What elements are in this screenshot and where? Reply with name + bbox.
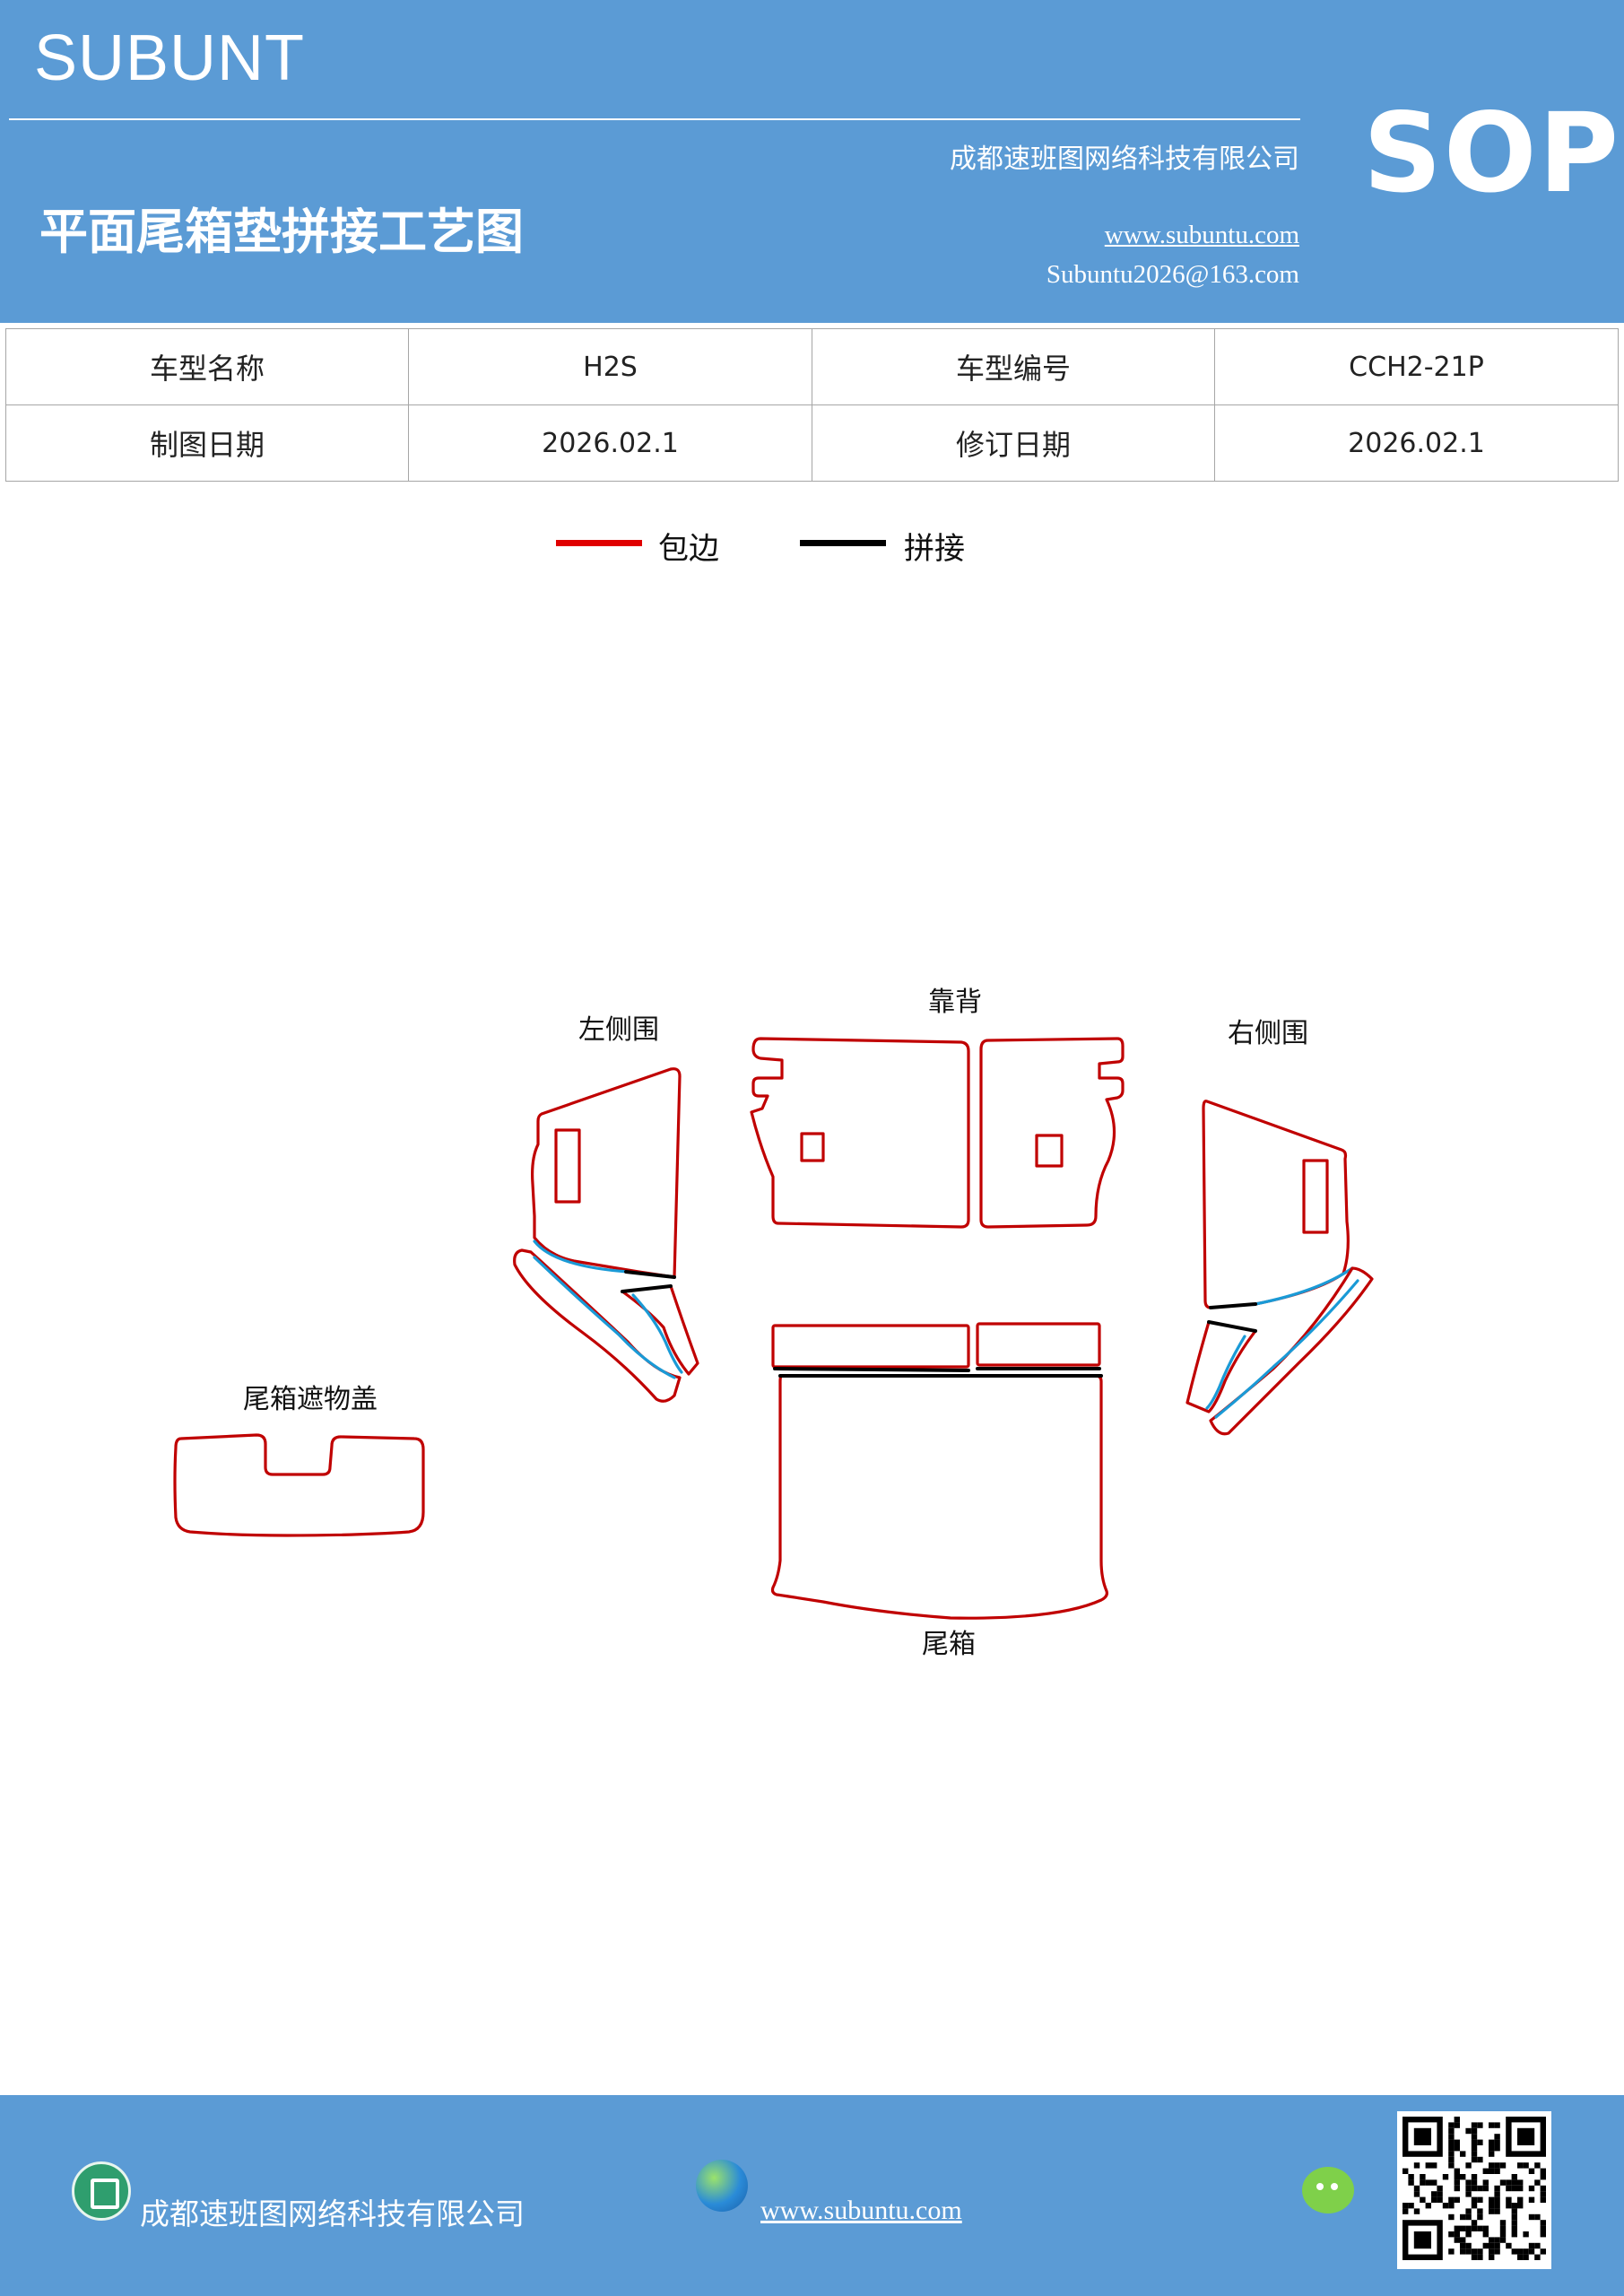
- cover-panel: [173, 1433, 425, 1537]
- legend-label-seam: 拼接: [904, 531, 965, 567]
- label-backrest: 靠背: [928, 987, 982, 1018]
- trunk-main-panel: [770, 1374, 1108, 1620]
- table-row: 制图日期 2026.02.1 修订日期 2026.02.1: [5, 404, 1619, 482]
- company-name: 成都速班图网络科技有限公司: [950, 144, 1299, 175]
- table-cell-label: 车型编号: [812, 328, 1215, 405]
- qr-code-icon: [1397, 2111, 1551, 2269]
- website-link[interactable]: www.subuntu.com: [1104, 221, 1299, 249]
- table-cell-label: 制图日期: [5, 404, 409, 482]
- right-side-guide-curve: [1254, 1266, 1354, 1306]
- table-cell-value: 2026.02.1: [408, 404, 812, 482]
- table-cell-value: 2026.02.1: [1214, 404, 1619, 482]
- left-side-seam-lower: [621, 1284, 673, 1293]
- right-side-vent: [1302, 1159, 1329, 1234]
- footer-website-link[interactable]: www.subuntu.com: [760, 2196, 962, 2225]
- backrest-left-panel: [750, 1037, 970, 1229]
- table-cell-label: 修订日期: [812, 404, 1215, 482]
- label-trunk: 尾箱: [922, 1629, 976, 1660]
- backrest-left-vent: [800, 1132, 825, 1162]
- email-address: Subuntu2026@163.com: [1046, 260, 1299, 289]
- trunk-strip-right: [976, 1322, 1101, 1367]
- legend-label-edge: 包边: [658, 531, 719, 567]
- header-divider: [9, 118, 1300, 120]
- trunk-strip-left: [771, 1324, 970, 1369]
- document-title: 平面尾箱垫拼接工艺图: [39, 203, 524, 260]
- table-cell-label: 车型名称: [5, 328, 409, 405]
- right-side-lower-guide: [1214, 1279, 1359, 1419]
- backrest-right-panel: [979, 1037, 1125, 1229]
- wechat-icon: [1302, 2167, 1354, 2213]
- label-right-side: 右侧围: [1228, 1018, 1308, 1049]
- label-cover: 尾箱遮物盖: [243, 1384, 378, 1415]
- right-side-seam-upper: [1209, 1302, 1257, 1309]
- sop-badge: SOP: [1363, 90, 1620, 217]
- label-left-side: 左侧围: [578, 1014, 659, 1046]
- left-side-flap-guide: [631, 1293, 683, 1374]
- vehicle-info-table: 车型名称 H2S 车型编号 CCH2-21P 制图日期 2026.02.1 修订…: [5, 328, 1619, 482]
- legend-swatch-seam: [800, 540, 886, 546]
- right-side-flap-guide: [1205, 1335, 1246, 1410]
- footer-banner: 成都速班图网络科技有限公司 www.subuntu.com: [0, 2095, 1624, 2296]
- left-side-guide-curve: [533, 1239, 676, 1279]
- globe-icon: [696, 2160, 748, 2212]
- footer-company-name: 成都速班图网络科技有限公司: [140, 2196, 525, 2231]
- table-cell-value: H2S: [408, 328, 812, 405]
- brand-name: SUBUNT: [34, 22, 306, 94]
- building-icon: [72, 2161, 131, 2221]
- right-side-seam-lower: [1207, 1320, 1257, 1333]
- trunk-seam-left: [773, 1367, 970, 1372]
- backrest-right-vent: [1035, 1134, 1064, 1168]
- legend-swatch-edge: [556, 540, 642, 546]
- left-side-upper-panel: [531, 1067, 682, 1279]
- table-row: 车型名称 H2S 车型编号 CCH2-21P: [5, 328, 1619, 405]
- left-side-vent: [554, 1128, 581, 1204]
- table-cell-value: CCH2-21P: [1214, 328, 1619, 405]
- left-side-lower-guide: [533, 1256, 676, 1379]
- right-side-lower-flap: [1185, 1320, 1257, 1413]
- left-side-seam-upper: [624, 1270, 676, 1279]
- header-banner: SUBUNT 平面尾箱垫拼接工艺图 成都速班图网络科技有限公司 www.subu…: [0, 0, 1624, 323]
